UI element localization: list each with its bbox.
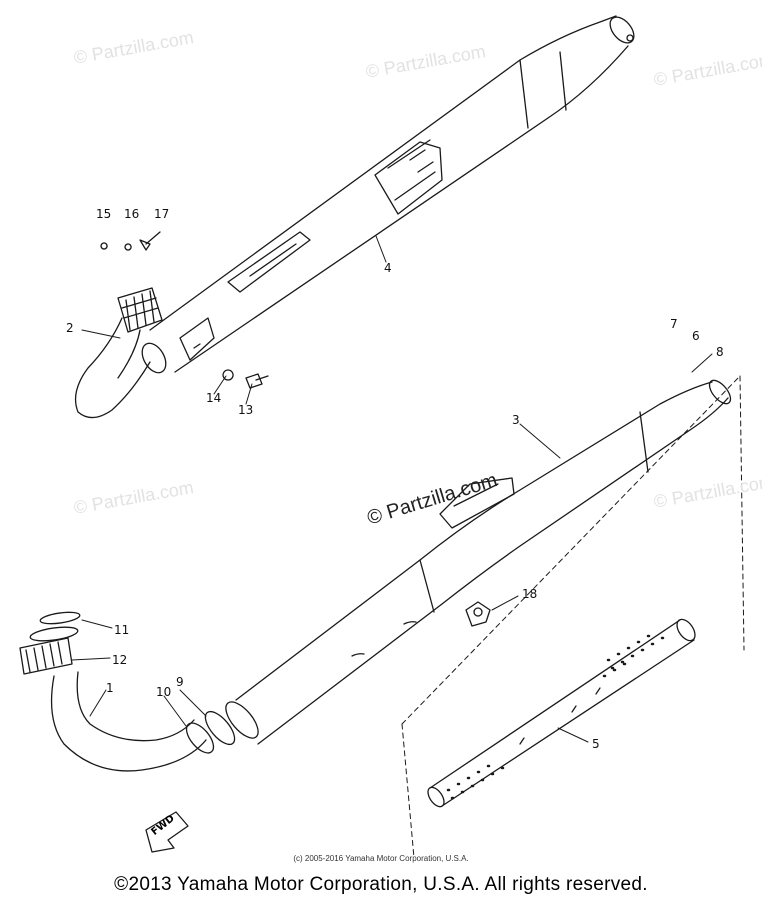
callout-label: 3 bbox=[512, 413, 520, 427]
callout-label: 2 bbox=[66, 321, 74, 335]
callout-label: 1 bbox=[106, 681, 114, 695]
callout-label: 7 bbox=[670, 317, 678, 331]
footer-copyright: ©2013 Yamaha Motor Corporation, U.S.A. A… bbox=[114, 874, 648, 895]
alignment-lines bbox=[402, 376, 744, 858]
callout-label: 14 bbox=[206, 391, 222, 405]
fwd-arrow bbox=[146, 812, 188, 852]
callout-label: 9 bbox=[176, 675, 184, 689]
callout-label: 16 bbox=[124, 207, 140, 221]
muffler-lower bbox=[182, 377, 735, 758]
callout-label: 18 bbox=[522, 587, 538, 601]
hardware-upper bbox=[101, 232, 268, 388]
muffler-upper bbox=[150, 13, 639, 372]
callout-label: 6 bbox=[692, 329, 700, 343]
callout-label: 13 bbox=[238, 403, 254, 417]
small-copyright: (c) 2005-2016 Yamaha Motor Corporation, … bbox=[293, 854, 469, 863]
exhaust-pipe-upper bbox=[76, 288, 171, 418]
exhaust-pipe-lower bbox=[20, 610, 206, 771]
callout-label: 17 bbox=[154, 207, 170, 221]
baffle-tube bbox=[425, 616, 699, 809]
callout-label: 5 bbox=[592, 737, 600, 751]
callout-label: 4 bbox=[384, 261, 392, 275]
callout-label: 11 bbox=[114, 623, 130, 637]
leader-lines bbox=[72, 236, 712, 742]
callout-label: 12 bbox=[112, 653, 128, 667]
callout-label: 10 bbox=[156, 685, 172, 699]
callout-label: 8 bbox=[716, 345, 724, 359]
callout-label: 15 bbox=[96, 207, 112, 221]
